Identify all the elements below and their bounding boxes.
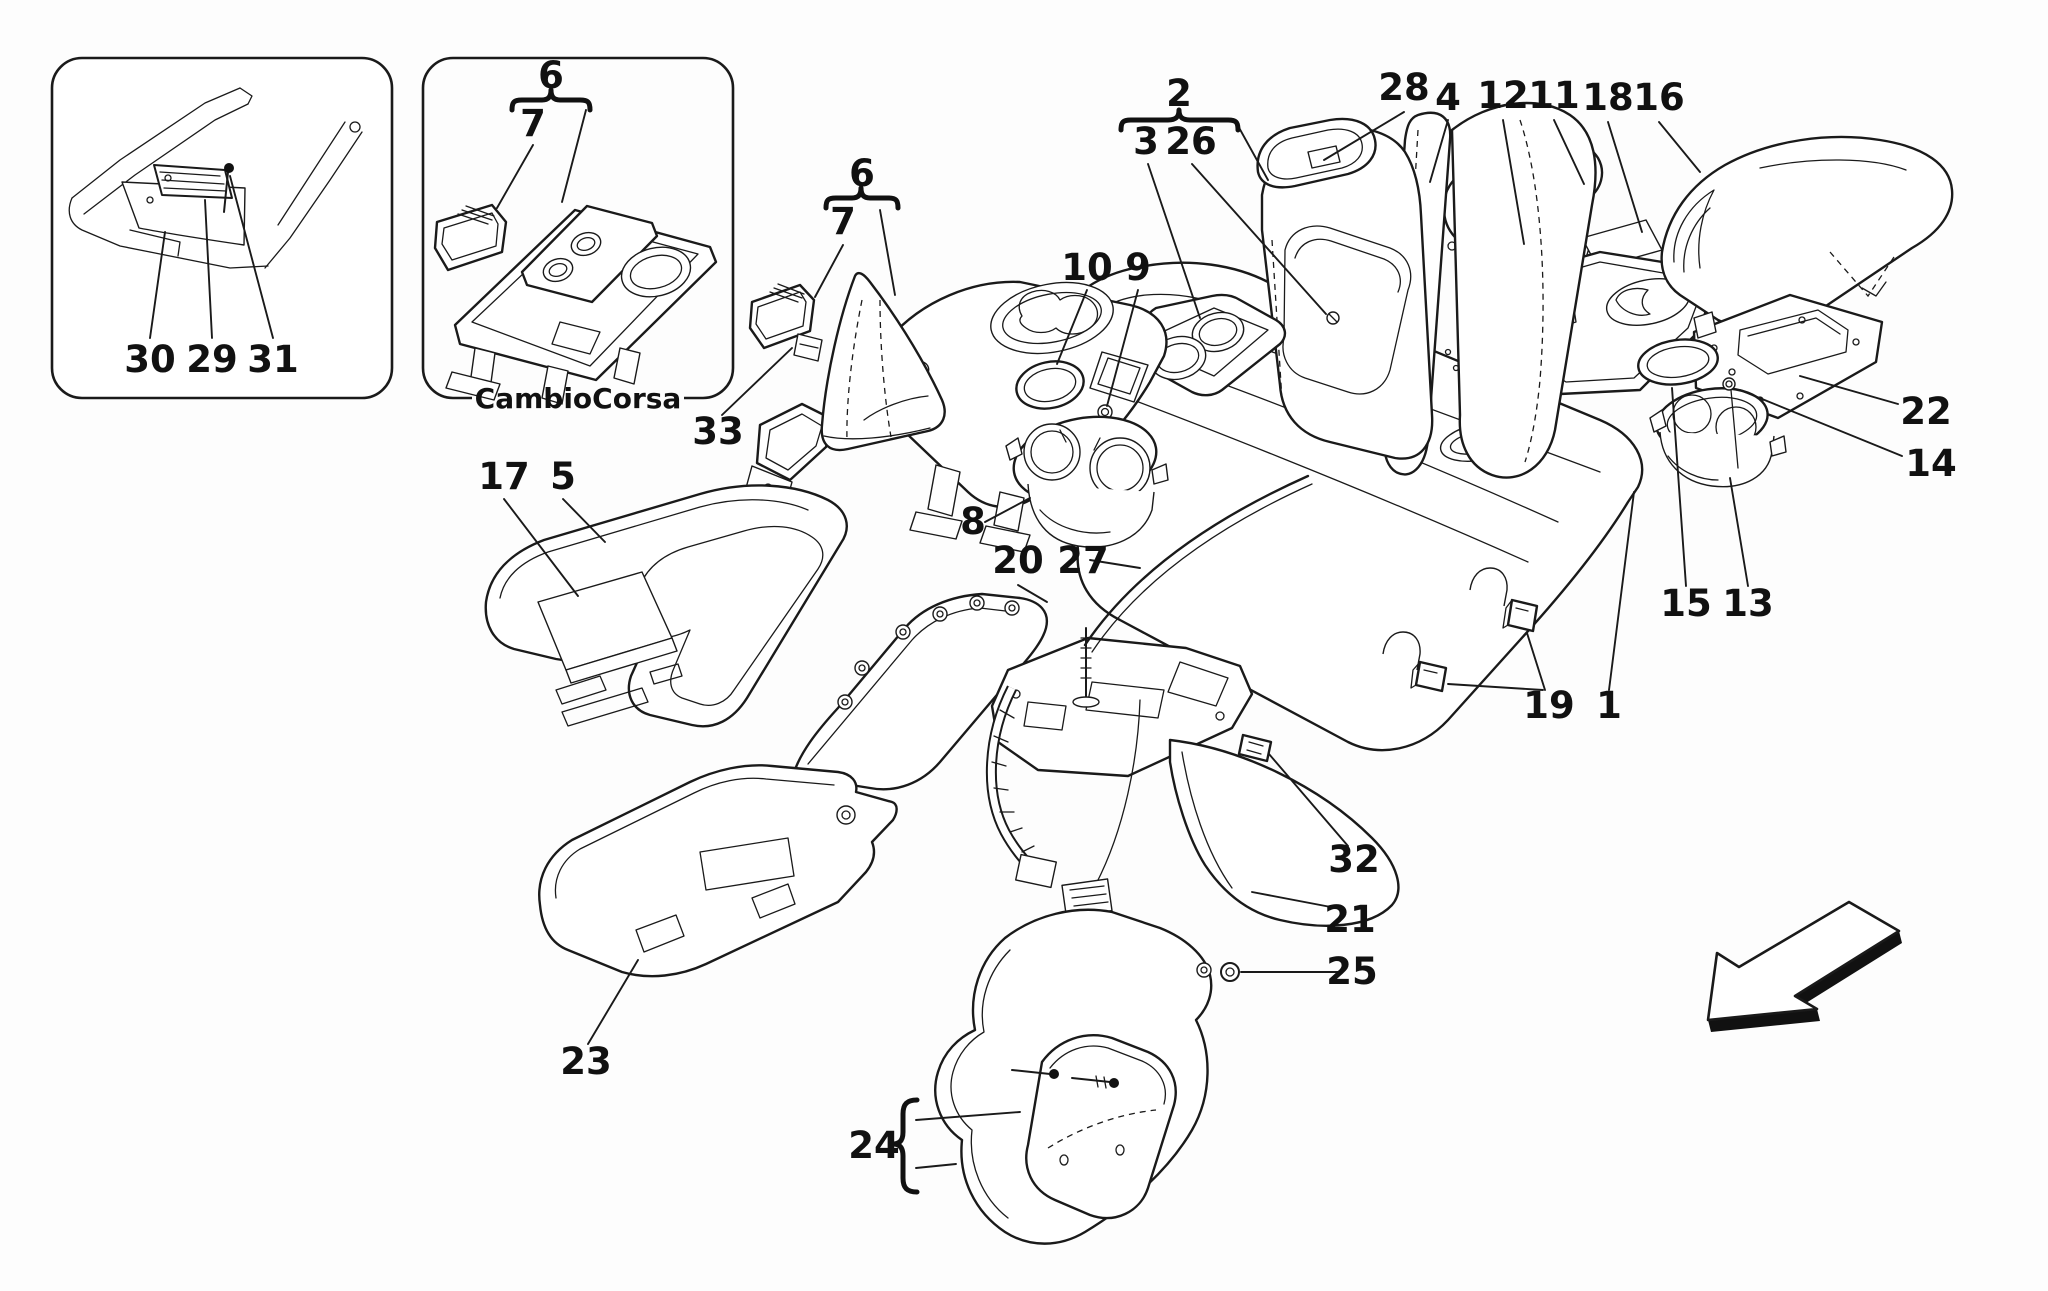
part-rear-panel-small [1025,1034,1177,1220]
part-clip-lower [1410,660,1448,693]
callout-12: 12 [1477,74,1529,117]
callout-17: 17 [478,455,530,498]
part-floor-panel [538,764,898,978]
part-side-panel-left [791,592,1049,791]
callout-32: 32 [1328,838,1380,881]
part-side-panel-right [1168,738,1400,927]
part-shift-boot [820,271,946,452]
direction-arrow-icon [1706,900,1902,1032]
screw-icon [1011,1069,1119,1089]
callout-2: 2 [1166,72,1192,115]
part-rear-cupholder-lid [1637,338,1719,386]
callout-22: 22 [1900,390,1952,433]
inset-box-cambiocorsa: 6 7 CambioCorsa [421,54,735,415]
inset-box-fixing-plate: 30 29 31 [50,56,394,400]
callout-23: 23 [560,1040,612,1083]
callout-25: 25 [1326,950,1378,993]
callout-5: 5 [550,455,576,498]
coin-tray [433,203,508,272]
callout-4: 4 [1435,76,1461,119]
part-rear-cupholder [1649,377,1787,488]
callout-30: 30 [124,338,176,381]
callout-7: 7 [830,200,856,243]
callout-3: 3 [1133,120,1159,163]
callouts: 1 2 3 4 5 6 7 8 9 10 11 12 13 14 15 16 1… [478,66,1957,1195]
callout-33: 33 [692,410,744,453]
screw-icon [1722,377,1739,469]
callout-21: 21 [1324,898,1376,941]
callout-6: 6 [849,152,875,195]
part-shifter-tray [748,283,816,350]
callout-15: 15 [1660,582,1712,625]
callout-7-inset: 7 [520,102,546,145]
callout-9: 9 [1125,246,1151,289]
screw-icon [223,163,234,213]
callout-10: 10 [1061,246,1113,289]
part-tray-clip [793,333,823,362]
part-round-lid [1015,360,1085,410]
callout-31: 31 [247,338,299,381]
part-latch [1237,733,1273,763]
callout-20: 20 [992,539,1044,582]
callout-6-inset: 6 [538,54,564,97]
part-fastener-pin [1220,962,1240,982]
callout-13: 13 [1722,582,1774,625]
callout-19: 19 [1523,684,1575,727]
bolt-icon [1072,627,1100,708]
callout-28: 28 [1378,66,1430,109]
callout-26: 26 [1165,120,1217,163]
part-trim-rail [1083,474,1313,653]
part-front-cupholder [1005,415,1169,548]
inset-caption: CambioCorsa [475,382,682,415]
callout-24: 24 [848,1124,900,1167]
part-armrest-body [1256,101,1597,479]
callout-18: 18 [1582,76,1634,119]
part-clip-upper [1502,598,1539,633]
callout-11: 11 [1528,74,1580,117]
callout-27: 27 [1057,539,1109,582]
part-tunnel-frame [484,484,848,728]
part-armrest-lid [1256,117,1377,189]
callout-29: 29 [186,338,238,381]
callout-14: 14 [1905,442,1957,485]
part-mounting-plate [1692,293,1884,420]
callout-16: 16 [1633,76,1685,119]
callout-1: 1 [1596,684,1622,727]
callout-8: 8 [960,500,986,543]
